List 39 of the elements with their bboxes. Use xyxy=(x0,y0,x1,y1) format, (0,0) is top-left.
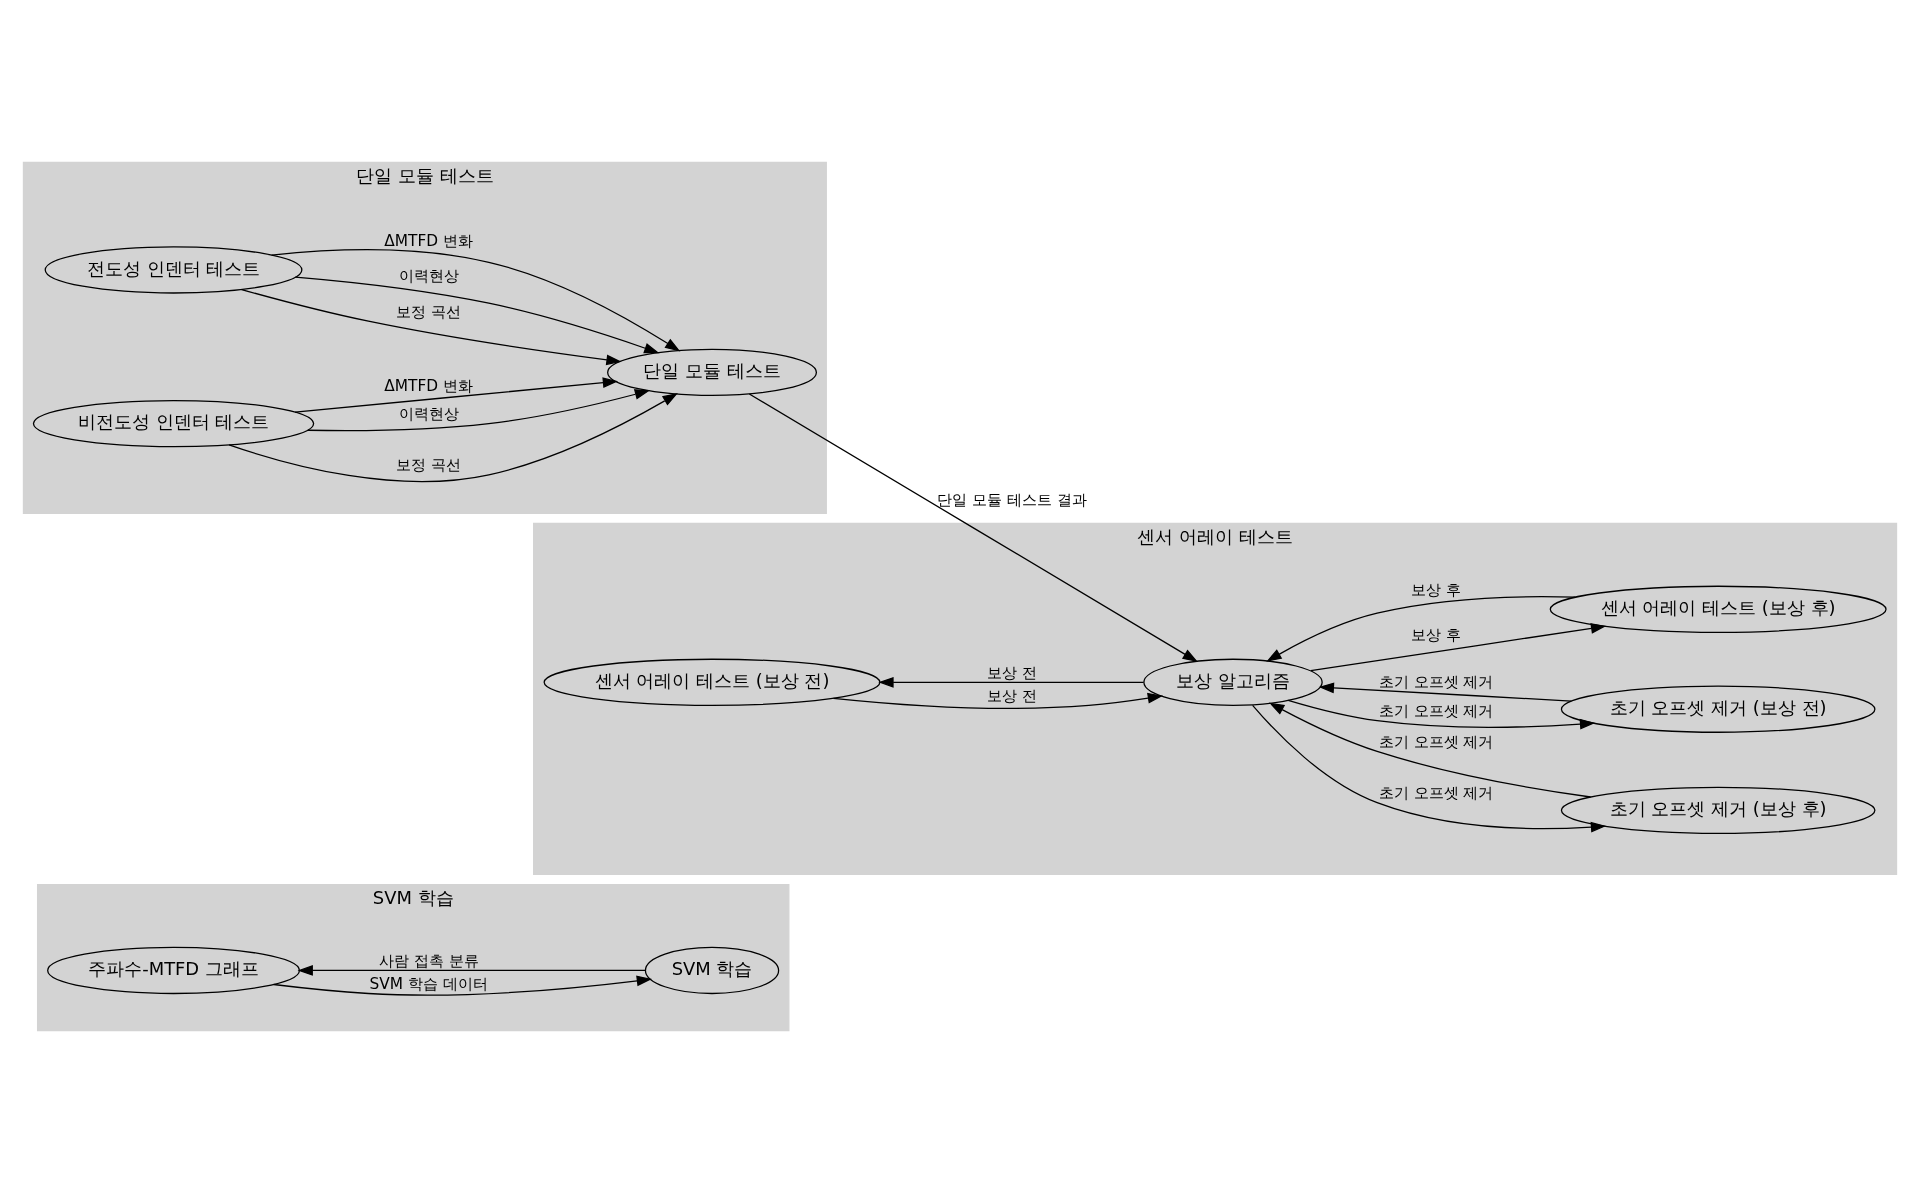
arrow xyxy=(1287,699,1596,730)
edge-label: 보상 전 xyxy=(987,663,1037,682)
arrow xyxy=(271,249,681,352)
edge-label: 초기 오프셋 제거 xyxy=(1378,784,1494,803)
arrow xyxy=(228,393,678,483)
edge-label: 보상 후 xyxy=(1411,625,1461,644)
arrow xyxy=(832,692,1164,709)
edge-label: 이력현상 xyxy=(398,266,459,285)
edge-label: ΔMTFD 변화 xyxy=(384,377,473,396)
arrow xyxy=(748,393,1198,663)
edge-label: 단일 모듈 테스트 결과 xyxy=(937,491,1087,510)
arrow xyxy=(1269,702,1592,798)
arrow xyxy=(294,377,619,413)
arrow xyxy=(878,676,1145,688)
arrow xyxy=(1252,704,1607,833)
edge-label: 보상 후 xyxy=(1411,580,1461,599)
arrow xyxy=(1266,596,1576,662)
edge-label: 초기 오프셋 제거 xyxy=(1378,672,1494,691)
edge-label: 초기 오프셋 제거 xyxy=(1378,733,1494,752)
edge-label: ΔMTFD 변화 xyxy=(384,232,473,251)
node-ellipse: 센서 어레이 테스트 (보상 전) xyxy=(543,658,881,706)
arrow xyxy=(1310,623,1607,672)
arrow xyxy=(294,276,660,354)
arrow xyxy=(273,975,653,996)
node-ellipse: 전도성 인덴터 테스트 xyxy=(44,246,303,294)
arrow xyxy=(297,965,647,976)
arrow xyxy=(307,389,651,432)
node-ellipse: 주파수-MTFD 그래프 xyxy=(47,946,301,995)
edge-label: SVM 학습 데이터 xyxy=(369,975,488,994)
edge-label: 초기 오프셋 제거 xyxy=(1378,702,1494,721)
node-ellipse: 비전도성 인덴터 테스트 xyxy=(32,399,315,448)
arrow xyxy=(1318,682,1572,702)
node-ellipse: SVM 학습 xyxy=(644,946,780,995)
edge-label: 보정 곡선 xyxy=(396,302,462,321)
edge-label: 보정 곡선 xyxy=(396,456,462,475)
arrow xyxy=(240,288,622,366)
edge-label: 이력현상 xyxy=(398,405,459,424)
edge-label: 보상 전 xyxy=(987,687,1037,705)
edge-label: 사람 접촉 분류 xyxy=(378,952,479,971)
